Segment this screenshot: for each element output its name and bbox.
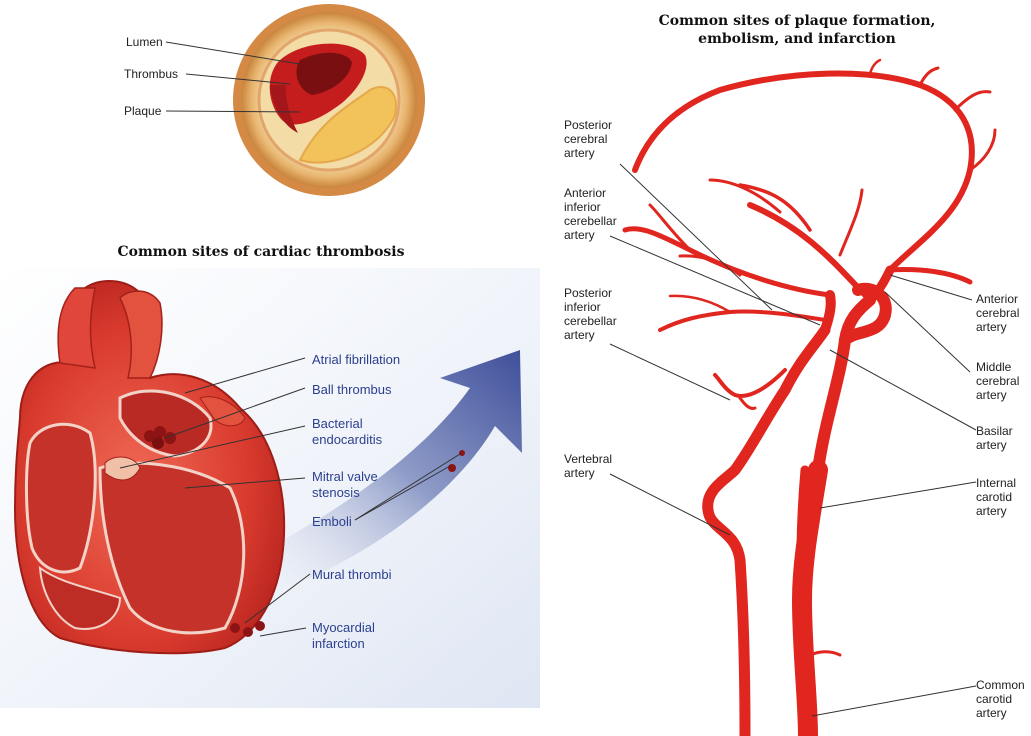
label-vertebral-line2: artery xyxy=(564,466,612,480)
label-aca-line3: artery xyxy=(976,320,1019,334)
label-atrial-fibrillation: Atrial fibrillation xyxy=(312,352,400,367)
label-mural-thrombi: Mural thrombi xyxy=(312,567,391,582)
label-myocardial-line2: infarction xyxy=(312,636,365,651)
heart-illustration xyxy=(0,268,540,708)
label-pica-line2: inferior xyxy=(564,300,617,314)
artery-cross-section: Lumen Thrombus Plaque xyxy=(0,0,520,230)
label-aca-line2: cerebral xyxy=(976,306,1019,320)
label-mca-line3: artery xyxy=(976,388,1019,402)
label-basilar-line2: artery xyxy=(976,438,1013,452)
label-mitral-line2: stenosis xyxy=(312,485,360,500)
label-aica-line3: cerebellar xyxy=(564,214,617,228)
label-mitral-line1: Mitral valve xyxy=(312,469,378,484)
label-thrombus: Thrombus xyxy=(124,67,178,81)
cerebral-artery-illustration xyxy=(540,0,1031,736)
artery-tree xyxy=(625,60,995,736)
cardiac-title: Common sites of cardiac thrombosis xyxy=(96,244,426,260)
label-ica-line1: Internal xyxy=(976,476,1016,490)
label-pica-line4: artery xyxy=(564,328,617,342)
label-basilar: Basilar artery xyxy=(976,424,1013,452)
label-aica: Anterior inferior cerebellar artery xyxy=(564,186,617,242)
cross-section-illustration xyxy=(0,0,520,230)
label-aica-line1: Anterior xyxy=(564,186,617,200)
label-lumen: Lumen xyxy=(126,35,163,49)
label-ica-line2: carotid xyxy=(976,490,1016,504)
label-basilar-line1: Basilar xyxy=(976,424,1013,438)
label-ica-line3: artery xyxy=(976,504,1016,518)
label-cca-line1: Common xyxy=(976,678,1025,692)
label-bacterial-line1: Bacterial xyxy=(312,416,363,431)
label-emboli: Emboli xyxy=(312,514,352,529)
label-bacterial-line2: endocarditis xyxy=(312,432,382,447)
label-aica-line2: inferior xyxy=(564,200,617,214)
cardiac-panel: Atrial fibrillation Ball thrombus Bacter… xyxy=(0,268,540,708)
label-pca-line2: cerebral xyxy=(564,132,612,146)
label-pica-line1: Posterior xyxy=(564,286,617,300)
label-pca-line3: artery xyxy=(564,146,612,160)
label-aca: Anterior cerebral artery xyxy=(976,292,1019,334)
label-aica-line4: artery xyxy=(564,228,617,242)
label-mca: Middle cerebral artery xyxy=(976,360,1019,402)
label-mca-line1: Middle xyxy=(976,360,1019,374)
label-cca-line3: artery xyxy=(976,706,1025,720)
label-vertebral-line1: Vertebral xyxy=(564,452,612,466)
label-pica: Posterior inferior cerebellar artery xyxy=(564,286,617,342)
label-ball-thrombus: Ball thrombus xyxy=(312,382,391,397)
label-cca: Common carotid artery xyxy=(976,678,1025,720)
label-vertebral: Vertebral artery xyxy=(564,452,612,480)
label-plaque: Plaque xyxy=(124,104,161,118)
cerebral-panel: Posterior cerebral artery Anterior infer… xyxy=(540,0,1031,736)
right-atrium xyxy=(26,424,95,572)
label-pca-line1: Posterior xyxy=(564,118,612,132)
label-mca-line2: cerebral xyxy=(976,374,1019,388)
label-myocardial-line1: Myocardial xyxy=(312,620,375,635)
label-pica-line3: cerebellar xyxy=(564,314,617,328)
label-aca-line1: Anterior xyxy=(976,292,1019,306)
label-ica: Internal carotid artery xyxy=(976,476,1016,518)
label-cca-line2: carotid xyxy=(976,692,1025,706)
label-pca: Posterior cerebral artery xyxy=(564,118,612,160)
